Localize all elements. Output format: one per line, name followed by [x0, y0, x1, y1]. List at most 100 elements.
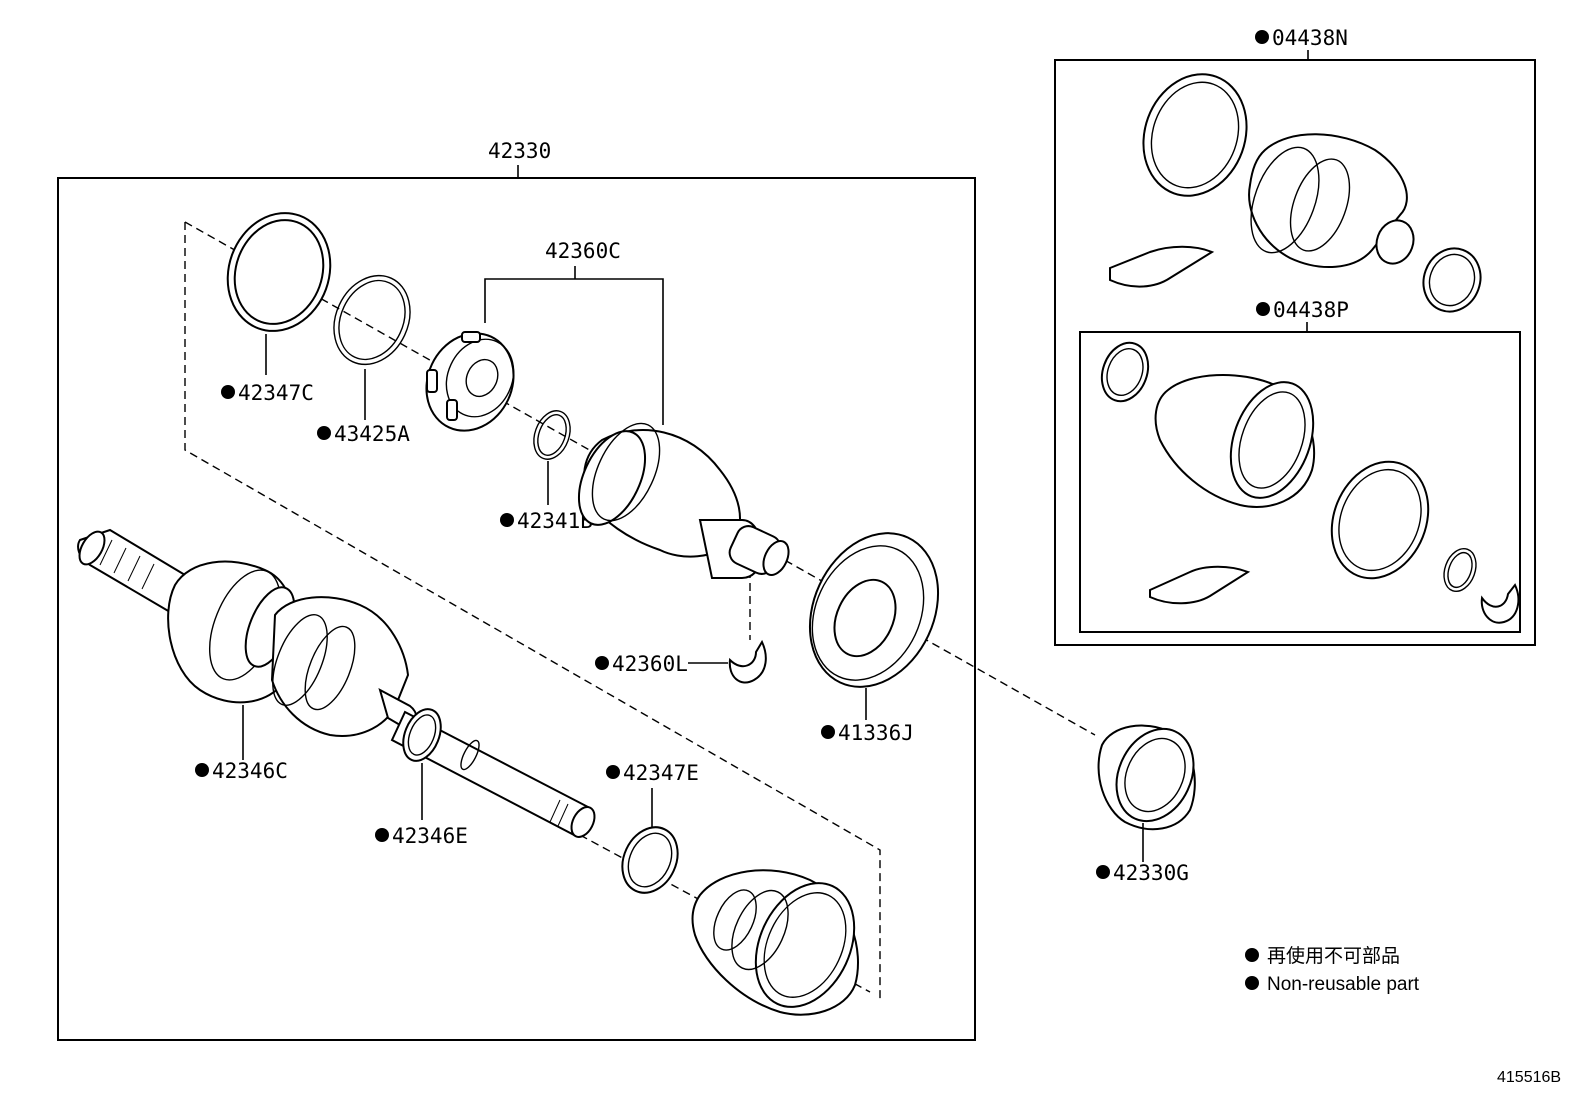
non-reusable-dot [1255, 30, 1269, 44]
kit-p-grease-pack [1149, 565, 1251, 605]
spline-line [549, 799, 561, 823]
cage-window [446, 399, 458, 421]
kit-p-circlip [1443, 547, 1477, 593]
kit-p-large-clamp [1330, 460, 1430, 580]
label-42346C[interactable]: 42346C [212, 759, 288, 783]
c-ring [728, 639, 767, 684]
legend-dot [1245, 976, 1259, 990]
outer-stub-end [78, 530, 106, 566]
label-42341B[interactable]: 42341B [517, 509, 593, 533]
part-43425A[interactable]: 43425A [317, 263, 424, 446]
lower-boot-fold [713, 889, 757, 951]
stub-shaft-end [762, 540, 790, 576]
label-42360C[interactable]: 42360C [545, 239, 621, 263]
part-42330G[interactable]: 42330G [1096, 716, 1208, 885]
non-reusable-dot [195, 763, 209, 777]
non-reusable-dot [375, 828, 389, 842]
small-clamp [402, 708, 442, 762]
spline-line [141, 563, 155, 590]
cage-window [461, 331, 481, 343]
non-reusable-dot [595, 656, 609, 670]
kit-04438N[interactable]: 04438N [1054, 26, 1536, 646]
shaft-end [570, 806, 596, 838]
kit-p-large-clamp-inner [1338, 468, 1422, 572]
label-43425A[interactable]: 43425A [334, 422, 410, 446]
part-42346C[interactable]: 42346C [195, 705, 288, 783]
legend: 再使用不可部品 Non-reusable part [1245, 945, 1420, 995]
kit-p-small-clamp [1100, 341, 1150, 403]
non-reusable-dot [1256, 302, 1270, 316]
housing-mouth [577, 430, 647, 526]
bracket-42360C [484, 278, 664, 425]
kit-p-boot-lip [1238, 391, 1306, 489]
non-reusable-dot [500, 513, 514, 527]
clamp-ring-inner [233, 219, 325, 325]
label-42330G[interactable]: 42330G [1113, 861, 1189, 885]
kit-grease-pack [1109, 245, 1215, 288]
deflector-rim [811, 545, 925, 681]
snap-ring-outer [333, 274, 411, 366]
non-reusable-dot [221, 385, 235, 399]
clamp-42347E-inner [627, 832, 673, 888]
label-42347E[interactable]: 42347E [623, 761, 699, 785]
legend-line-1: 再使用不可部品 [1267, 945, 1400, 967]
kit-clamp-ring-inner [1150, 81, 1240, 189]
kit-04438N-frame [1054, 59, 1536, 646]
label-41336J[interactable]: 41336J [838, 721, 914, 745]
diagram-code: 415516B [1497, 1069, 1561, 1086]
spline-line [113, 547, 127, 574]
kit-04438P[interactable]: 04438P [1079, 298, 1521, 633]
label-42346E[interactable]: 42346E [392, 824, 468, 848]
label-04438N[interactable]: 04438N [1272, 26, 1348, 50]
part-42360C[interactable]: 42360C [411, 239, 664, 445]
non-reusable-dot [821, 725, 835, 739]
kit-boot-neck [1375, 219, 1415, 265]
inner-joint-housing [577, 422, 790, 579]
spline-line [557, 803, 569, 827]
kit-04438P-frame [1079, 331, 1521, 633]
label-42360L[interactable]: 42360L [612, 652, 688, 676]
shaft-groove [460, 739, 480, 771]
kit-boot-fold [1289, 158, 1351, 252]
spline-line [127, 555, 141, 582]
kit-p-small-clamp-inner [1106, 348, 1144, 396]
kit-p-boot-mouth [1229, 381, 1315, 499]
kit-p-snap-ring [1480, 583, 1520, 624]
lower-boot [691, 869, 859, 1016]
dust-cover-bore [1124, 737, 1186, 813]
part-41336J[interactable]: 41336J [786, 512, 962, 745]
small-clamp-inner [407, 714, 437, 756]
part-42346E[interactable]: 42346E [375, 704, 468, 848]
part-42347C[interactable]: 42347C [211, 199, 346, 405]
snap-ring-inner [338, 279, 406, 361]
label-04438P[interactable]: 04438P [1273, 298, 1349, 322]
cage-window [426, 369, 438, 393]
kit-small-clamp [1422, 247, 1482, 313]
part-42341B[interactable]: 42341B [500, 406, 593, 533]
cage-face [445, 338, 515, 418]
lower-boot-fold [731, 889, 789, 971]
circlip [533, 410, 571, 460]
label-42347C[interactable]: 42347C [238, 381, 314, 405]
outer-joint-and-shaft [77, 528, 596, 838]
kit-p-circlip-inner [1447, 551, 1473, 589]
spline-line [99, 539, 113, 566]
part-42360L[interactable]: 42360L [595, 639, 767, 684]
legend-line-2: Non-reusable part [1267, 974, 1420, 995]
non-reusable-dot [606, 765, 620, 779]
housing-rib [591, 422, 661, 522]
boot-fold [304, 625, 356, 711]
legend-dot [1245, 948, 1259, 962]
clamp-42347E [621, 826, 679, 894]
circlip-inner [537, 414, 567, 456]
part-42347E[interactable]: 42347E [606, 761, 699, 902]
kit-clamp-ring [1142, 73, 1248, 197]
upper-axis-guide [184, 222, 881, 1000]
assembly-label[interactable]: 42330 [488, 139, 551, 163]
kit-boot-fold [1250, 146, 1320, 254]
kit-boot [1248, 133, 1408, 268]
cage-bore [465, 358, 499, 398]
assembly-frame [57, 177, 976, 1041]
kit-small-clamp-inner [1428, 253, 1476, 307]
